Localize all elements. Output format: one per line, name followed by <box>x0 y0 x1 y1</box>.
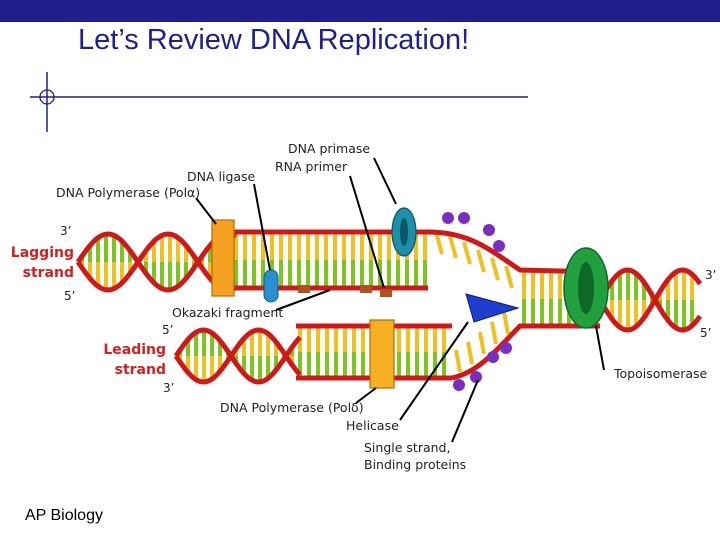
label-helicase: Helicase <box>346 418 399 433</box>
base-pairs <box>80 231 694 382</box>
lagging-helix-strand-b <box>75 231 238 293</box>
leading-helix-strand-a <box>173 327 302 385</box>
dna-polymerase-delta-shape <box>369 319 395 389</box>
label-ssb-line1: Single strand, <box>364 440 451 455</box>
parental-helix-strand-b <box>597 267 703 333</box>
slide-title: Let’s Review DNA Replication! <box>78 24 470 56</box>
label-ssb-line2: Binding proteins <box>364 457 467 472</box>
label-topoisomerase: Topoisomerase <box>614 366 708 381</box>
prime-right-top: 3’ <box>705 268 717 282</box>
prime-lag-left-top: 3’ <box>60 224 72 238</box>
rna-primers <box>298 285 392 297</box>
dna-polymerase-alpha-shape <box>211 219 235 297</box>
label-dna-polymerase-delta: DNA Polymerase (Polδ) <box>220 400 364 415</box>
lagging-helix-strand-a <box>75 231 238 293</box>
slide-footer: AP Biology <box>25 507 103 524</box>
fork-template-bottom <box>451 323 600 381</box>
label-dna-primase: DNA primase <box>288 141 371 156</box>
label-lagging-line1: Lagging <box>10 245 74 261</box>
label-rna-primer: RNA primer <box>275 159 348 174</box>
label-dna-ligase: DNA ligase <box>187 169 256 184</box>
prime-right-bottom: 5’ <box>700 326 712 340</box>
label-okazaki-fragment: Okazaki fragment <box>172 305 284 320</box>
label-dna-polymerase-alpha: DNA Polymerase (Polα) <box>56 185 201 200</box>
fork-template-top <box>427 229 601 275</box>
prime-lag-left-bottom: 5’ <box>64 289 76 303</box>
slide-top-bar-rule <box>0 22 720 24</box>
prime-lead-left-top: 5’ <box>162 323 174 337</box>
dna-ligase-shape <box>263 269 279 303</box>
parental-helix-strand-a <box>597 267 703 333</box>
label-leading-strand: Leading strand <box>98 340 166 380</box>
leading-helix-strand-b <box>173 327 302 385</box>
slide-top-bar <box>0 0 720 22</box>
prime-lead-left-bottom: 3’ <box>163 381 175 395</box>
label-lagging-line2: strand <box>22 265 74 281</box>
label-leading-line2: strand <box>114 362 166 378</box>
label-lagging-strand: Lagging strand <box>6 243 74 283</box>
helicase-shape <box>465 293 520 323</box>
ssb-proteins <box>442 212 512 391</box>
label-pointers <box>195 157 605 443</box>
label-leading-line1: Leading <box>103 342 166 358</box>
